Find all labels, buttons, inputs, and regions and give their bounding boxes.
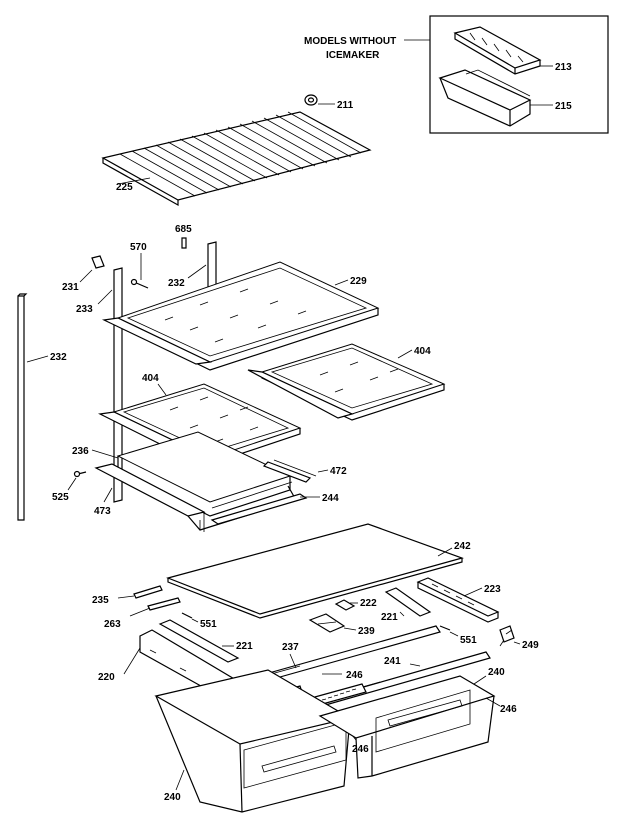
callout-551b: 551 [460, 635, 477, 646]
crisper-glass-part [166, 523, 464, 615]
crisper-drawer-right-part [318, 675, 496, 779]
callout-404a: 404 [142, 373, 159, 384]
callout-232b: 232 [50, 352, 67, 363]
clip-part [91, 255, 105, 269]
rail-223-part [416, 577, 500, 623]
clip-249-part [499, 625, 515, 643]
callout-239: 239 [358, 626, 375, 637]
callout-551a: 551 [200, 619, 217, 630]
wire-shelf-part [101, 111, 372, 207]
callout-240a: 240 [488, 667, 505, 678]
support-221a-part [158, 619, 240, 663]
callout-249: 249 [522, 640, 539, 651]
callout-235: 235 [92, 595, 109, 606]
long-rail-part [17, 293, 28, 521]
ice-bin-part [438, 69, 532, 127]
callout-220: 220 [98, 672, 115, 683]
callout-246a: 246 [346, 670, 363, 681]
callout-221b: 221 [381, 612, 398, 623]
ice-tray-part [453, 26, 542, 75]
deli-drawer-part [94, 431, 317, 532]
callout-244: 244 [322, 493, 339, 504]
screw-685-part [181, 237, 187, 249]
callout-229: 229 [350, 276, 367, 287]
screw-551b-part [439, 625, 451, 631]
callout-241: 241 [384, 656, 401, 667]
callout-223: 223 [484, 584, 501, 595]
callout-232a: 232 [168, 278, 185, 289]
callout-237: 237 [282, 642, 299, 653]
callout-263: 263 [104, 619, 121, 630]
screw-551a-part [181, 612, 193, 619]
callout-231: 231 [62, 282, 79, 293]
part-222 [334, 599, 356, 611]
callout-570: 570 [130, 242, 147, 253]
bumper-part [304, 94, 318, 106]
rail-263-part [147, 597, 181, 611]
inset-note-line1: MODELS WITHOUT [304, 36, 396, 47]
callout-246b: 246 [500, 704, 517, 715]
callout-233: 233 [76, 304, 93, 315]
callout-211: 211 [337, 100, 354, 111]
crisper-drawer-left-part [154, 669, 352, 813]
callout-472: 472 [330, 466, 347, 477]
callout-404b: 404 [414, 346, 431, 357]
drawer-cover-part [210, 493, 308, 525]
callout-222: 222 [360, 598, 377, 609]
callout-242: 242 [454, 541, 471, 552]
callout-240b: 240 [164, 792, 181, 803]
callout-221a: 221 [236, 641, 253, 652]
callout-236: 236 [72, 446, 89, 457]
callout-215: 215 [555, 101, 572, 112]
callout-525: 525 [52, 492, 69, 503]
icemaker-inset: MODELS WITHOUT ICEMAKER 213 215 [304, 15, 609, 134]
callout-685: 685 [175, 224, 192, 235]
callout-225: 225 [116, 182, 133, 193]
inset-frame [429, 15, 609, 134]
callout-246c: 246 [352, 744, 369, 755]
rail-235-part [133, 585, 163, 599]
inset-note-line2: ICEMAKER [326, 50, 380, 61]
callout-473: 473 [94, 506, 111, 517]
support-221b-part [384, 587, 432, 617]
callout-213: 213 [555, 62, 572, 73]
glass-shelf-top-part [101, 261, 380, 371]
glass-shelf-right-part [247, 343, 446, 421]
